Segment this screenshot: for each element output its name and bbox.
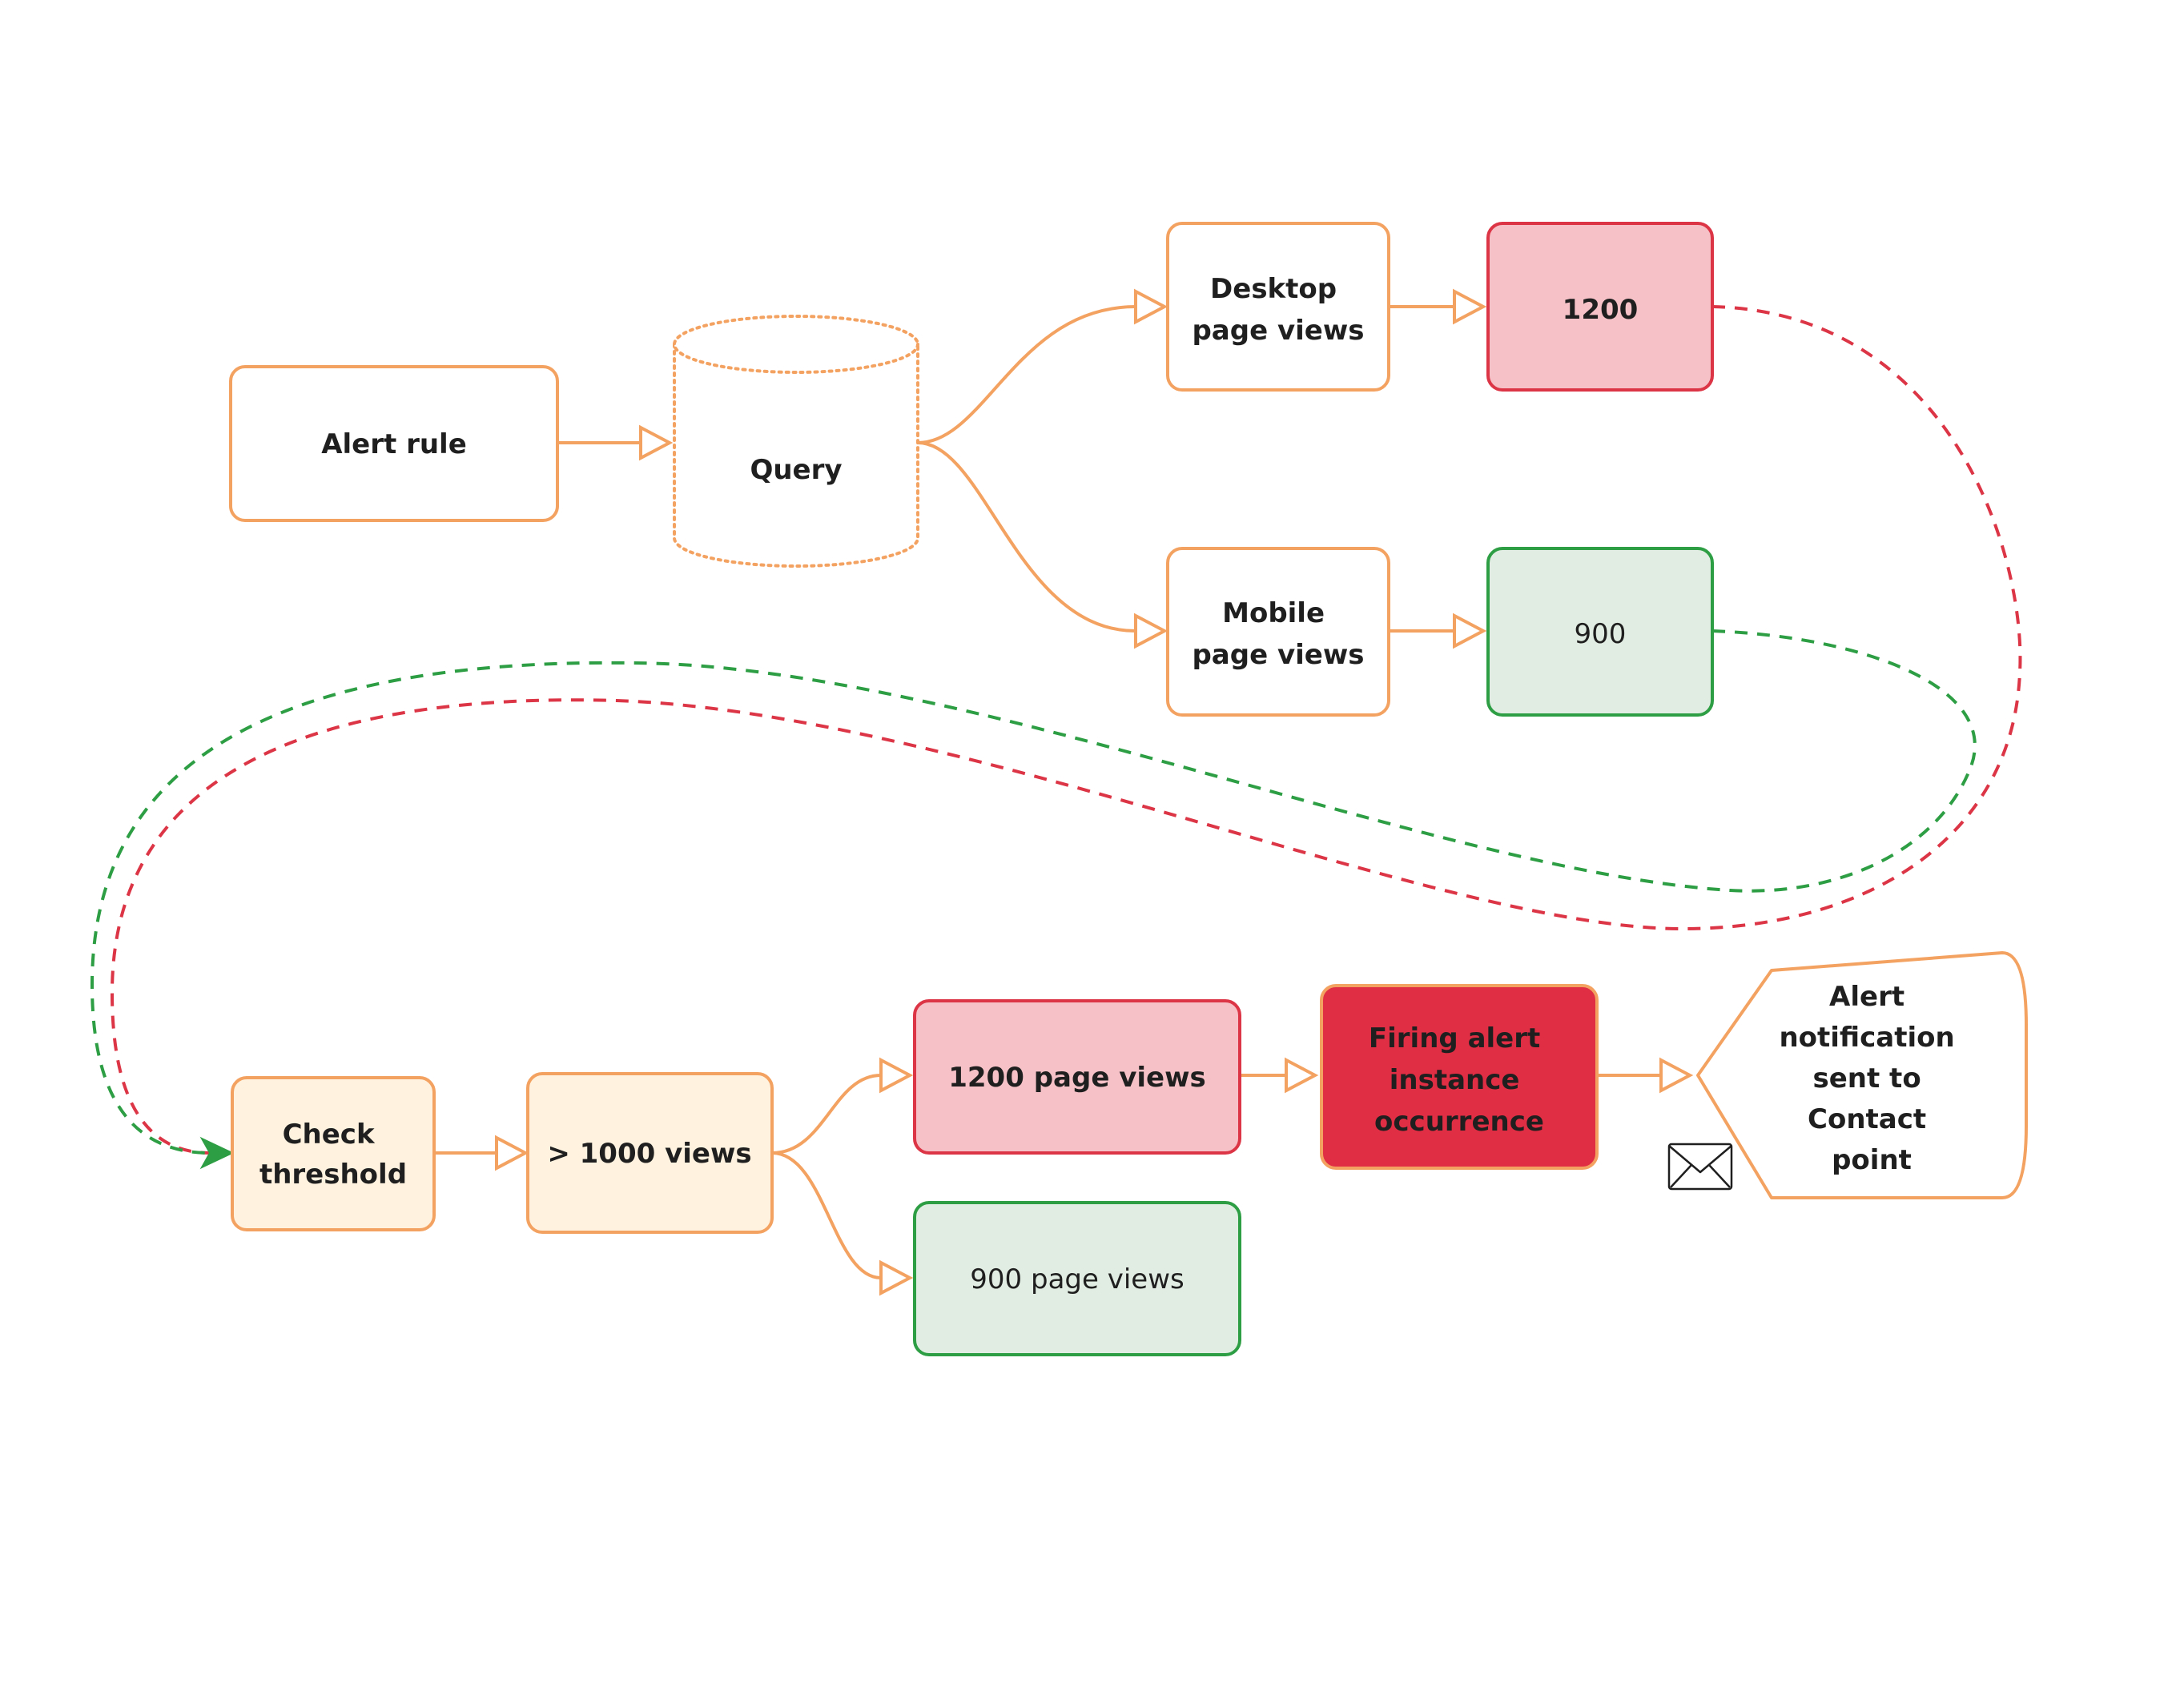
edge-threshold-to-above <box>771 1074 882 1155</box>
loop-red-desktop-to-check <box>110 305 2022 1155</box>
node-mobile-label: Mobile page views <box>1192 597 1364 671</box>
node-threshold-label: > 1000 views <box>547 1138 751 1170</box>
node-query: Query <box>673 315 919 568</box>
loop-arrowhead <box>199 1136 235 1170</box>
envelope-icon <box>1667 1143 1733 1191</box>
node-query-label: Query <box>750 454 842 486</box>
node-desktop-page-views: Desktop page views <box>1166 222 1390 392</box>
node-desktop-value-label: 1200 <box>1563 294 1639 326</box>
edge-alert-rule-to-query-arrow <box>639 424 674 461</box>
edge-mobile-to-value-arrow <box>1453 613 1487 649</box>
edge-query-to-desktop <box>917 305 1136 444</box>
edge-query-to-mobile-arrow <box>1134 613 1168 649</box>
node-check-threshold-label: Check threshold <box>259 1119 407 1191</box>
node-notification-label: Alert notification sent to Contact point <box>1779 981 1964 1176</box>
edge-desktop-to-value-arrow <box>1453 288 1487 325</box>
edge-above-to-firing-arrow <box>1285 1057 1319 1094</box>
edge-query-to-desktop-arrow <box>1134 288 1168 325</box>
node-check-threshold: Check threshold <box>231 1076 436 1231</box>
node-firing-alert-label: Firing alert instance occurrence <box>1369 1022 1550 1138</box>
loop-green-mobile-to-check <box>90 629 1977 1155</box>
connectors <box>434 288 1694 1296</box>
edge-threshold-to-below-arrow <box>879 1259 914 1296</box>
edge-firing-to-notification-arrow <box>1659 1057 1694 1094</box>
node-mobile-value: 900 <box>1486 547 1714 717</box>
edge-threshold-to-above-arrow <box>879 1057 914 1094</box>
feedback-loops <box>90 305 2022 1170</box>
node-below-result: 900 page views <box>913 1201 1241 1356</box>
node-desktop-value: 1200 <box>1486 222 1714 392</box>
node-notification: Alert notification sent to Contact point <box>1696 951 2028 1199</box>
edge-query-to-mobile <box>917 441 1136 633</box>
node-alert-rule: Alert rule <box>229 365 559 522</box>
edge-check-to-threshold-arrow <box>495 1135 529 1171</box>
node-below-result-label: 900 page views <box>970 1263 1184 1295</box>
node-above-result: 1200 page views <box>913 999 1241 1155</box>
node-firing-alert: Firing alert instance occurrence <box>1320 984 1599 1170</box>
node-above-result-label: 1200 page views <box>948 1062 1206 1094</box>
node-alert-rule-label: Alert rule <box>321 428 467 460</box>
node-threshold: > 1000 views <box>526 1072 774 1234</box>
node-mobile-page-views: Mobile page views <box>1166 547 1390 717</box>
edge-threshold-to-below <box>771 1151 882 1279</box>
node-mobile-value-label: 900 <box>1575 618 1627 650</box>
node-desktop-label: Desktop page views <box>1192 273 1364 347</box>
